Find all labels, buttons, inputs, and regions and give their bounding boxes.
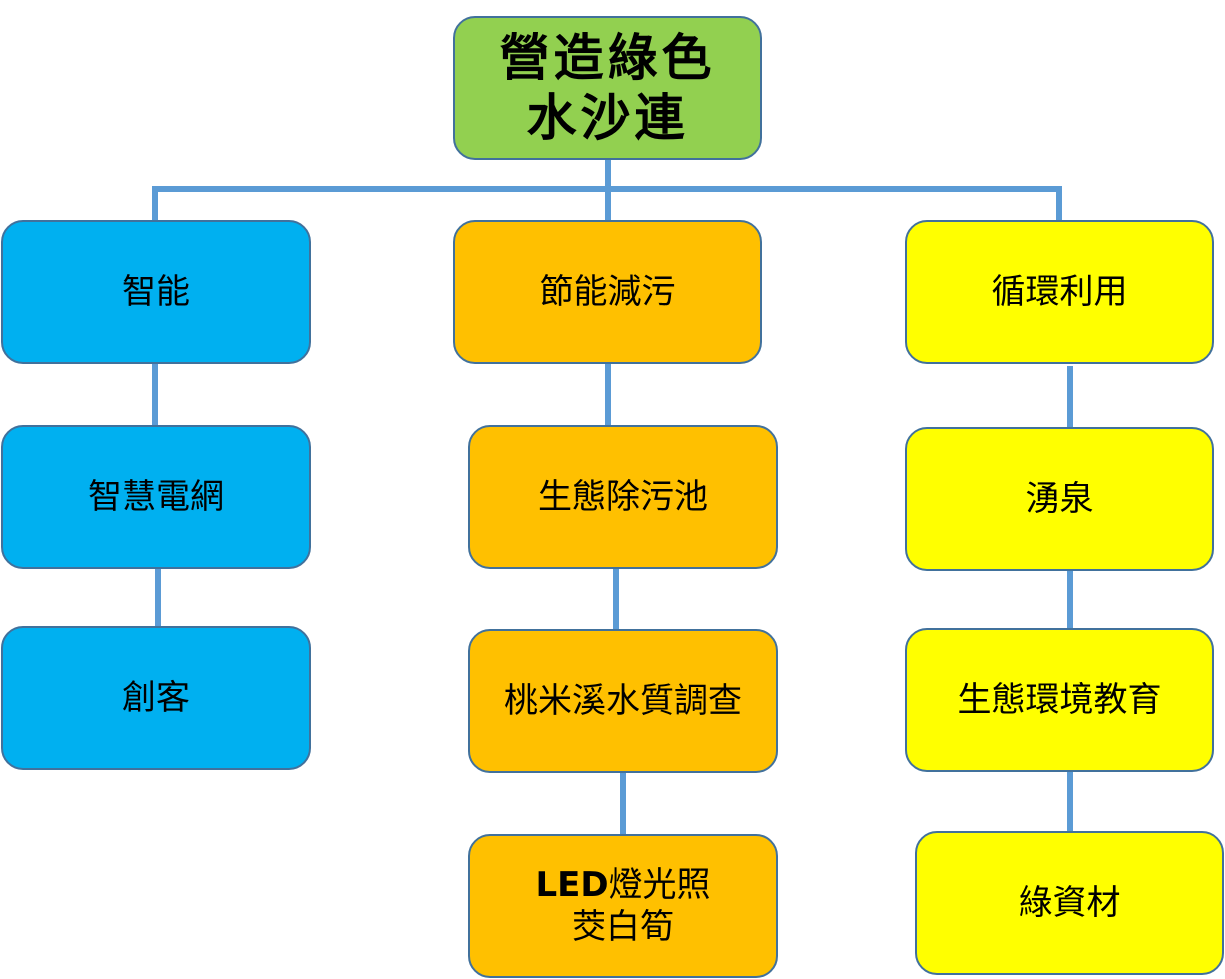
node-eco-education-label: 生態環境教育	[957, 679, 1162, 720]
node-smart-grid-label: 智慧電網	[88, 476, 224, 517]
node-green-materials: 綠資材	[915, 831, 1224, 975]
node-spring: 湧泉	[905, 427, 1214, 571]
root-title-line1: 營造綠色	[499, 28, 716, 87]
node-spring-label: 湧泉	[1025, 478, 1094, 519]
node-eco-pool: 生態除污池	[468, 425, 778, 569]
node-energy-saving: 節能減污	[453, 220, 762, 364]
node-maker-label: 創客	[122, 677, 190, 718]
root-title-line2: 水沙連	[526, 88, 689, 147]
node-recycle: 循環利用	[905, 220, 1214, 364]
node-led-line1: LED燈光照	[535, 864, 710, 907]
root-node: 營造綠色 水沙連	[453, 16, 762, 160]
node-maker: 創客	[1, 626, 311, 770]
node-smart-grid: 智慧電網	[1, 425, 311, 569]
node-smart-label: 智能	[122, 271, 190, 312]
node-recycle-label: 循環利用	[991, 271, 1128, 312]
node-smart: 智能	[1, 220, 311, 364]
node-led-lighting: LED燈光照 茭白筍	[468, 834, 778, 978]
node-energy-saving-label: 節能減污	[539, 271, 676, 312]
node-led-line2: 茭白筍	[572, 907, 674, 947]
node-eco-education: 生態環境教育	[905, 628, 1214, 772]
node-eco-pool-label: 生態除污池	[538, 476, 708, 517]
node-green-materials-label: 綠資材	[1018, 882, 1121, 923]
node-water-survey-label: 桃米溪水質調查	[504, 680, 742, 721]
node-led-line1-rest: 燈光照	[608, 864, 711, 905]
node-water-survey: 桃米溪水質調查	[468, 629, 778, 773]
node-led-strong: LED	[535, 864, 609, 905]
